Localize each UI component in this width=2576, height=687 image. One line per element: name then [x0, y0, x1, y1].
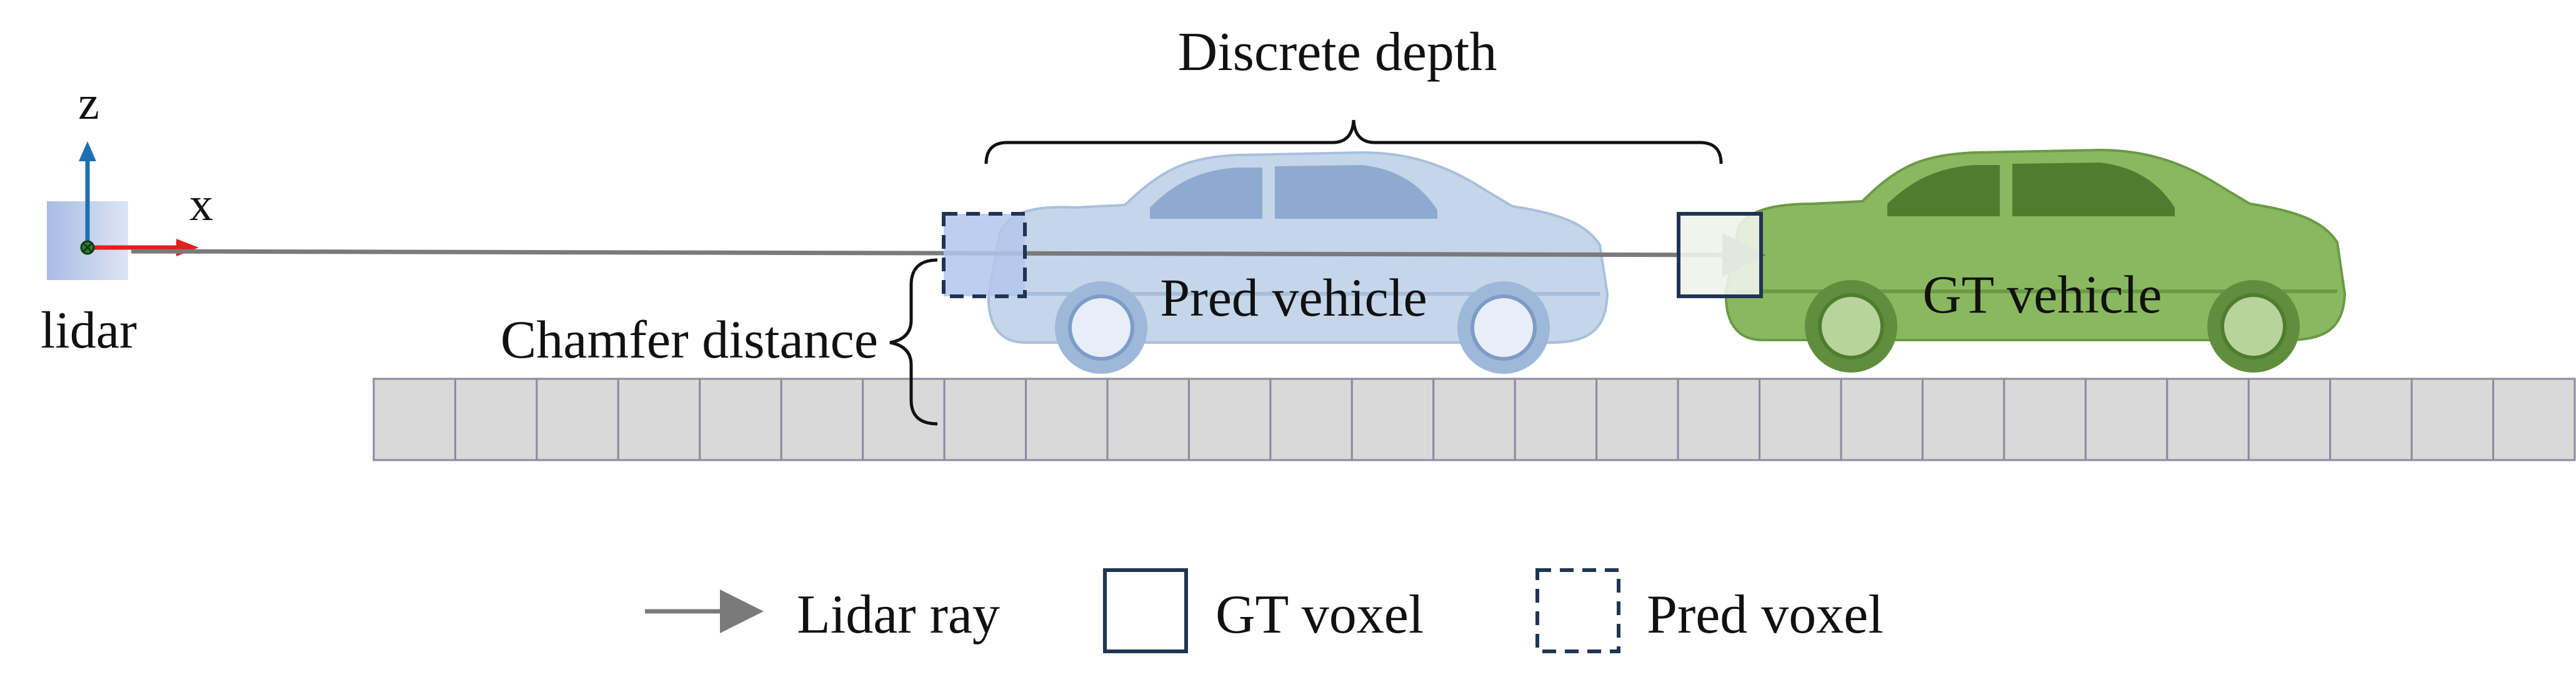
ground-voxel-cell — [1432, 378, 1516, 461]
ground-voxel-cell — [1350, 378, 1435, 461]
ground-voxel-cell — [1514, 378, 1598, 461]
ground-voxel-cell — [372, 378, 456, 461]
axis-z-arrowhead — [79, 141, 96, 161]
gt-vehicle-icon — [1724, 148, 2347, 373]
ground-voxel-cell — [536, 378, 619, 461]
chamfer-distance-brace — [889, 258, 938, 426]
ground-voxel-cell — [780, 378, 864, 461]
lidar-sensor — [47, 141, 199, 280]
ground-voxel-cell — [943, 378, 1027, 461]
ground-voxel-cell — [2003, 378, 2087, 461]
ground-voxel-cell — [2329, 378, 2413, 461]
axis-x-label: x — [189, 178, 213, 231]
pred-vehicle-label: Pred vehicle — [1160, 268, 1427, 328]
discrete-depth-brace — [984, 119, 1723, 164]
ground-voxel-cell — [1187, 378, 1272, 461]
discrete-depth-label: Discrete depth — [1178, 22, 1497, 83]
ground-voxel-cell — [2247, 378, 2332, 461]
legend-lidar-ray-label: Lidar ray — [797, 584, 1000, 645]
ground-voxel-cell — [1759, 378, 1842, 461]
legend-gt-voxel-label: GT voxel — [1216, 584, 1424, 645]
ground-voxel-cell — [1921, 378, 2005, 461]
pred-vehicle-icon — [987, 151, 1609, 374]
ground-voxel-cell — [1025, 378, 1109, 461]
ground-voxel-cell — [617, 378, 701, 461]
pred-voxel-on-ray — [942, 212, 1027, 298]
ground-voxel-cell — [2166, 378, 2250, 461]
legend-gt-voxel-swatch — [1103, 568, 1188, 653]
ground-voxel-cell — [2492, 378, 2576, 461]
ground-voxel-grid — [372, 378, 2576, 461]
ground-voxel-cell — [699, 378, 782, 461]
axis-x-arrowhead — [176, 239, 199, 256]
ground-voxel-cell — [454, 378, 538, 461]
ground-voxel-cell — [1677, 378, 1761, 461]
lidar-label: lidar — [41, 301, 137, 359]
chamfer-distance-label: Chamfer distance — [501, 309, 878, 369]
legend-pred-voxel-label: Pred voxel — [1647, 584, 1884, 645]
legend: Lidar ray GT voxel Pred voxel — [645, 568, 1884, 653]
ground-voxel-cell — [1269, 378, 1353, 461]
gt-voxel-on-ray — [1677, 212, 1763, 298]
axis-z-label: z — [78, 77, 99, 129]
ground-voxel-cell — [1840, 378, 1924, 461]
ground-voxel-cell — [862, 378, 946, 461]
gt-vehicle-label: GT vehicle — [1923, 264, 2162, 324]
ground-voxel-cell — [1106, 378, 1190, 461]
ground-voxel-cell — [2084, 378, 2169, 461]
legend-pred-voxel-swatch — [1535, 568, 1620, 653]
ground-voxel-cell — [2410, 378, 2495, 461]
ground-voxel-cell — [1595, 378, 1679, 461]
